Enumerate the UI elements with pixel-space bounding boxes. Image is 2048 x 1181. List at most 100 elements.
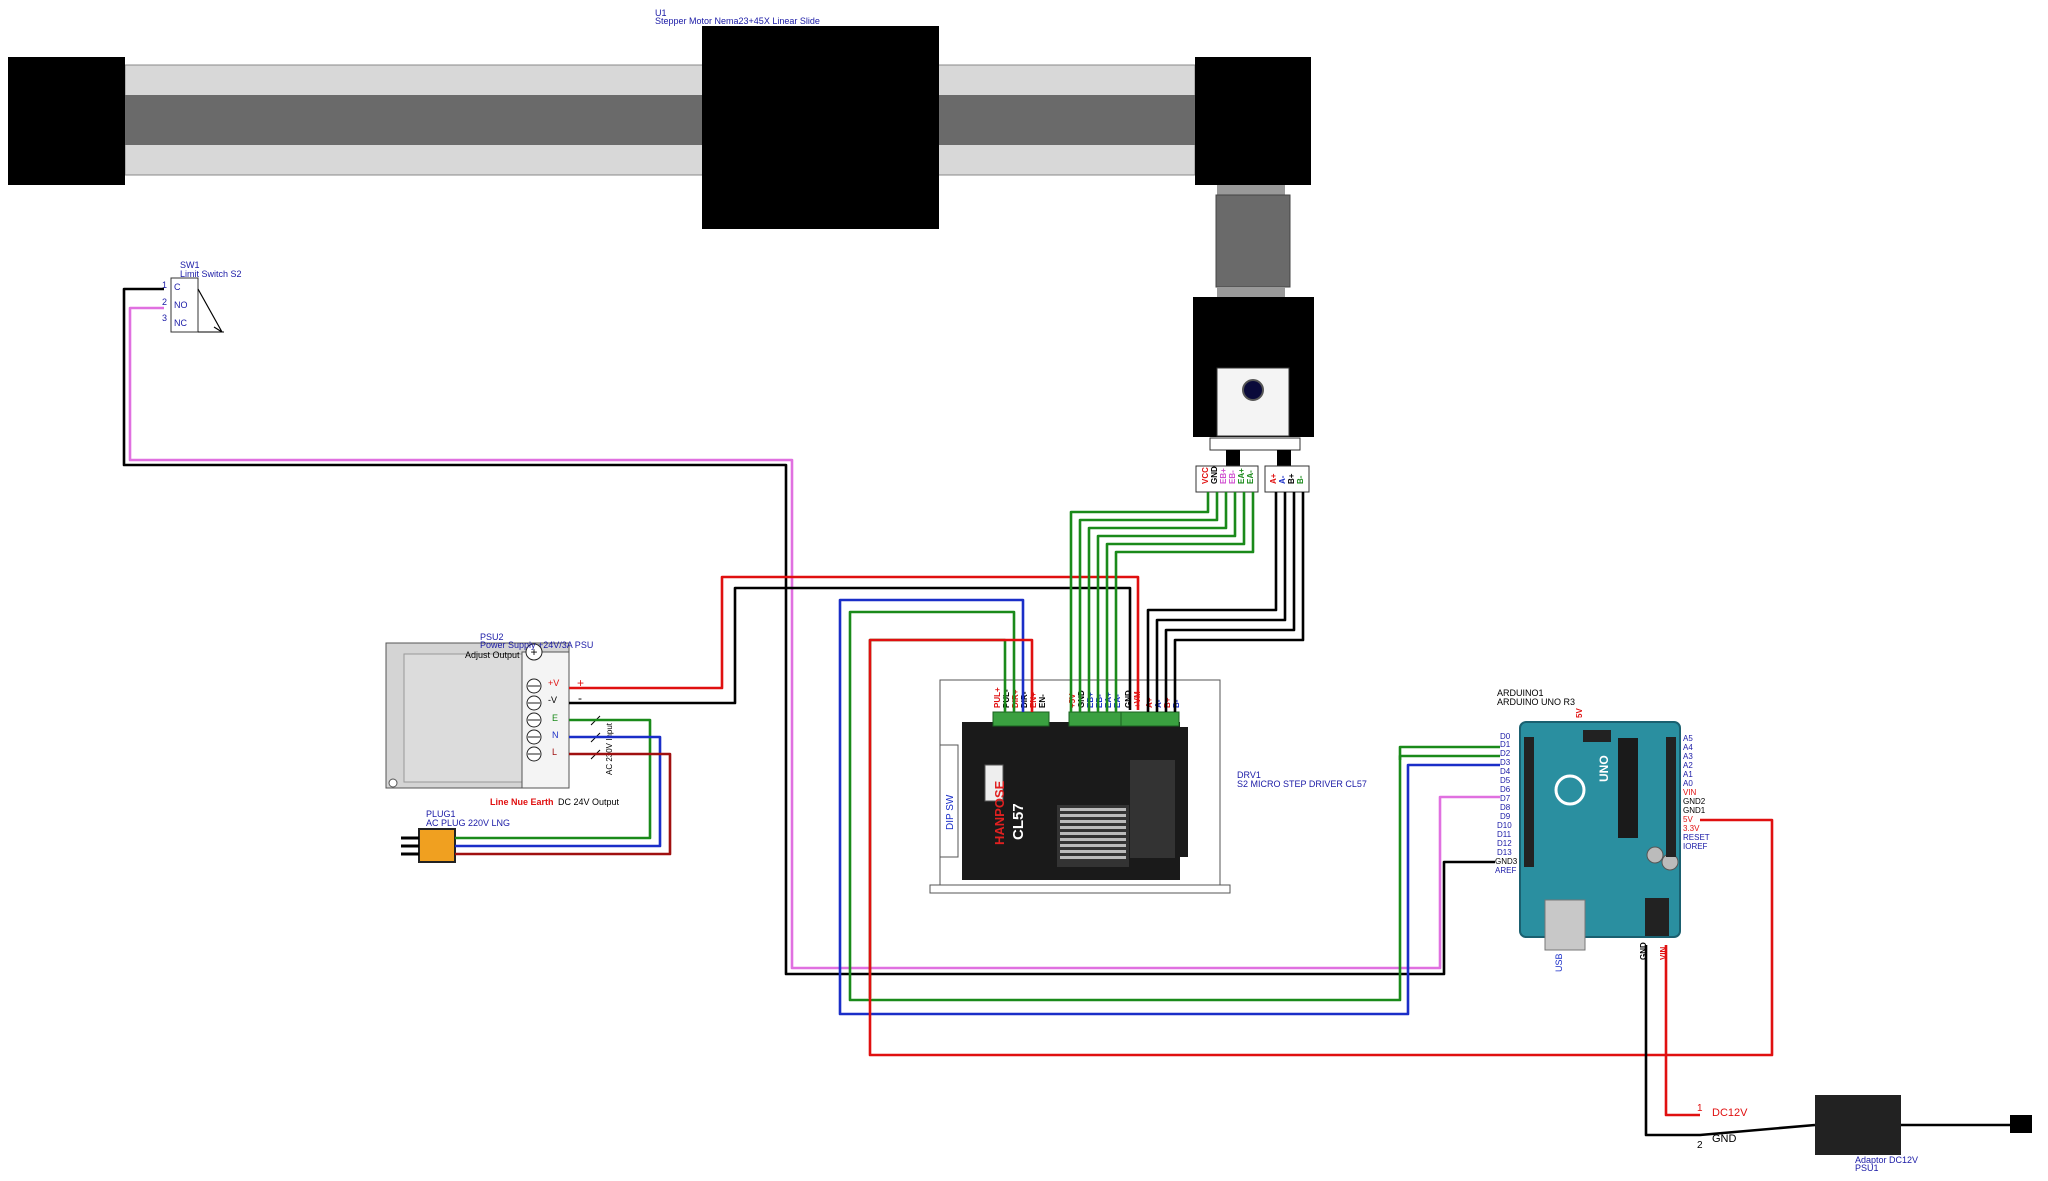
wire-ac-earth[interactable] (455, 718, 652, 840)
arduino-pin-3v3[interactable]: 3.3V (1683, 824, 1700, 833)
psu-adjust-label: Adjust Output (465, 650, 520, 660)
wire-enc-gnd[interactable] (1078, 492, 1219, 712)
power-supply[interactable]: + +V -V E N L + - AC 230V Input PSU2 Pow… (385, 632, 620, 807)
coupler-neck-lower (1217, 287, 1285, 297)
arduino-pin-d6[interactable]: D6 (1500, 785, 1511, 794)
psu-term-neutral: N (552, 730, 559, 740)
wire-ac-line[interactable] (455, 752, 672, 856)
wire-adaptor-gnd[interactable] (1644, 945, 1816, 1137)
arduino-pin-a0[interactable]: A0 (1683, 779, 1693, 788)
driver-spec-table (1057, 760, 1175, 867)
wire-phase-bp[interactable] (1164, 492, 1296, 712)
arduino-usb-port (1544, 899, 1586, 951)
arduino-pin-a3[interactable]: A3 (1683, 752, 1693, 761)
driver-heatsink-edge (1180, 727, 1188, 857)
wire-limit-switch-gnd[interactable] (122, 287, 1495, 976)
arduino-pin-a5[interactable]: A5 (1683, 734, 1693, 743)
motor-encoder-connector[interactable]: VCC GND EB+ EB- EA+ EA- (1195, 465, 1259, 493)
wire-d1-green[interactable] (1398, 745, 1500, 760)
switch-body (170, 277, 199, 333)
wire-enc-vcc[interactable] (1069, 492, 1210, 712)
arduino-pin-d9[interactable]: D9 (1500, 812, 1511, 821)
arduino-board-text: UNO (1597, 755, 1611, 782)
wire-enc-ebm[interactable] (1096, 492, 1237, 712)
enc-pin-eam: EA- (1246, 470, 1255, 484)
slide-end-cap-left (8, 57, 125, 185)
arduino-pin-d5[interactable]: D5 (1500, 776, 1511, 785)
arduino-pin-d10[interactable]: D10 (1497, 821, 1512, 830)
wire-limit-switch-signal[interactable] (128, 306, 1500, 970)
phase-pin-bp: B+ (1287, 473, 1296, 484)
adaptor-body (1815, 1095, 1901, 1155)
arduino-pin-d4[interactable]: D4 (1500, 767, 1511, 776)
enc-pin-vcc: VCC (1201, 467, 1210, 484)
driver-model: CL57 (1010, 803, 1027, 840)
wire-enc-eam[interactable] (1114, 492, 1255, 712)
wire-psu-vplus[interactable] (569, 575, 1140, 710)
motor-phase-connector[interactable]: A+ A- B+ B- (1264, 465, 1310, 493)
arduino-pin-gnd2[interactable]: GND2 (1683, 797, 1706, 806)
arduino-pin-d1[interactable]: D1 (1500, 740, 1511, 749)
psu-term-vplus: +V (548, 678, 559, 688)
arduino-icsp-header (1583, 730, 1611, 742)
wire-enc-eap[interactable] (1105, 492, 1246, 712)
plug-body (418, 828, 456, 863)
arduino-pin-d13[interactable]: D13 (1497, 848, 1512, 857)
drv-pin-b-plus: B+ (1163, 697, 1172, 708)
arduino-pin-gnd1[interactable]: GND1 (1683, 806, 1706, 815)
wire-adaptor-12v[interactable] (1664, 945, 1700, 1117)
wire-dir-blue[interactable] (838, 598, 1500, 1016)
arduino-pin-ioref[interactable]: IOREF (1683, 842, 1708, 851)
psu-name: Power Supply +24V/3A PSU (480, 640, 593, 650)
arduino-pin-a2[interactable]: A2 (1683, 761, 1693, 770)
stepper-driver[interactable]: DIP SW HANPOSE CL57 PUL+ PUL- DIR+ DIR- … (929, 679, 1367, 894)
drv-pin-gnd-power: GND (1124, 690, 1133, 708)
arduino-dc-jack (1645, 898, 1669, 936)
arduino-pin-a1[interactable]: A1 (1683, 770, 1693, 779)
arduino-pin-aref[interactable]: AREF (1495, 866, 1516, 875)
wire-phase-am[interactable] (1155, 492, 1287, 712)
arduino-pin-reset[interactable]: RESET (1683, 833, 1710, 842)
arduino-pin-gnd3[interactable]: GND3 (1495, 857, 1518, 866)
arduino-capacitor-1 (1646, 846, 1664, 864)
arduino-board (1519, 721, 1681, 938)
driver-dip-switch[interactable] (984, 764, 1004, 802)
psu-panel (403, 653, 529, 783)
wire-enc-ebp[interactable] (1087, 492, 1228, 712)
drv-pin-eb-minus: EB- (1095, 694, 1104, 708)
wire-phase-ap[interactable] (1146, 492, 1278, 712)
wire-en-red[interactable] (868, 638, 1774, 1057)
drv-pin-eb-plus: EB+ (1086, 692, 1095, 708)
psu-adjust-pot-icon[interactable] (525, 643, 543, 661)
wire-phase-bm[interactable] (1173, 492, 1305, 712)
enc-pin-ebm: EB- (1228, 470, 1237, 484)
arduino-pin-d11[interactable]: D11 (1497, 830, 1512, 839)
dc-adaptor[interactable]: Adaptor DC12V PSU1 1 DC12V 2 GND (1697, 1095, 2032, 1173)
arduino-pin-d12[interactable]: D12 (1497, 839, 1512, 848)
driver-brand: HANPOSE (992, 780, 1007, 845)
arduino-pin-d3[interactable]: D3 (1500, 758, 1511, 767)
arduino-uno[interactable]: UNO ARDUINO1 ARDUINO UNO R3 5V USB GND V… (1495, 688, 1710, 972)
arduino-ref: ARDUINO1 (1497, 688, 1544, 698)
arduino-pin-vin[interactable]: VIN (1683, 788, 1697, 797)
arduino-pin-d7[interactable]: D7 (1500, 794, 1511, 803)
arduino-pin-d2[interactable]: D2 (1500, 749, 1511, 758)
wire-psu-vminus[interactable] (569, 586, 1132, 710)
psu-term-earth: E (552, 713, 558, 723)
linear-slide[interactable]: U1 Stepper Motor Nema23+45X Linear Slide (8, 8, 1314, 466)
arduino-pin-a4[interactable]: A4 (1683, 743, 1693, 752)
arduino-pin-d8[interactable]: D8 (1500, 803, 1511, 812)
switch-name: Limit Switch S2 (180, 269, 242, 279)
wire-ac-neutral[interactable] (455, 735, 662, 848)
adaptor-name: Adaptor DC12V (1855, 1155, 1918, 1165)
driver-terminal-blocks (992, 711, 1180, 727)
arduino-right-header (1666, 737, 1676, 857)
phase-pin-ap: A+ (1269, 473, 1278, 484)
limit-switch[interactable]: SW1 Limit Switch S2 1 C 2 NO 3 NC (162, 260, 242, 333)
arduino-pin-d0[interactable]: D0 (1500, 732, 1511, 741)
switch-lever-icon (197, 288, 223, 333)
drv-pin-a-plus: A+ (1145, 697, 1154, 708)
arduino-pin-5v[interactable]: 5V (1683, 815, 1693, 824)
switch-pin3-label: NC (174, 318, 187, 328)
driver-dip-panel (939, 744, 959, 858)
